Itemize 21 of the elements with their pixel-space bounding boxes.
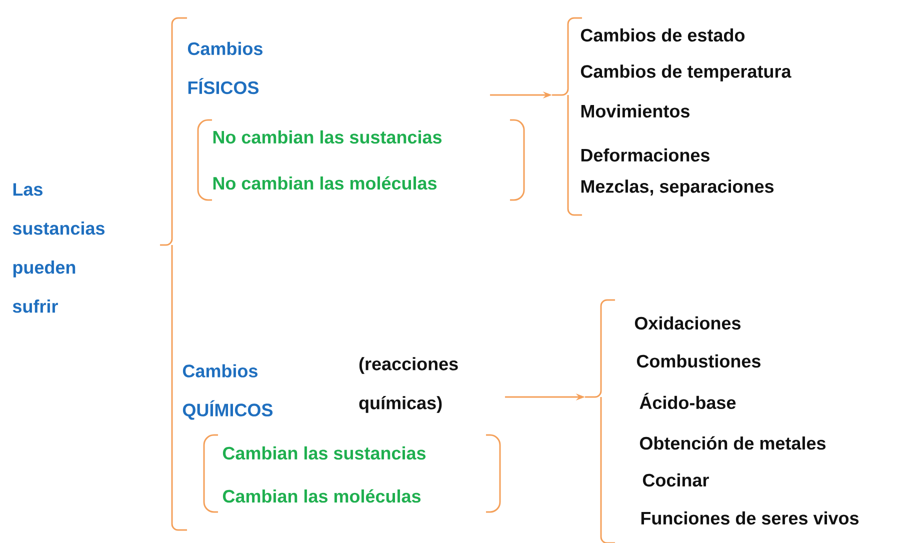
label-text: Cambios de temperatura	[580, 64, 792, 82]
brace	[551, 17, 583, 216]
label-text: Cocinar	[642, 473, 709, 487]
label-text: Ácido-base	[640, 392, 736, 410]
label-text: Deformaciones	[581, 148, 710, 162]
label-text: Oxidaciones	[634, 316, 740, 330]
label-text: Cambian las sustancias	[222, 446, 426, 460]
label-text: Combustiones	[636, 354, 760, 368]
label-text: Las sustancias pueden sufrir	[12, 183, 104, 313]
label-text: Cambios QUÍMICOS	[182, 364, 273, 420]
label-text: No cambian las moléculas	[213, 176, 437, 190]
label-text: Cambian las moléculas	[222, 489, 421, 503]
label-text: Movimientos	[581, 104, 690, 118]
label-text: Cambios FÍSICOS	[188, 42, 262, 94]
label-text: Cambios de estado	[580, 28, 745, 42]
label-text: Mezclas, separaciones	[581, 180, 774, 196]
note-text: (reacciones químicas)	[359, 357, 458, 413]
label-text: No cambian las sustancias	[213, 130, 442, 144]
label-text: Obtención de metales	[640, 436, 826, 450]
label-text: Funciones de seres vivos	[641, 511, 859, 525]
brace	[584, 299, 616, 543]
